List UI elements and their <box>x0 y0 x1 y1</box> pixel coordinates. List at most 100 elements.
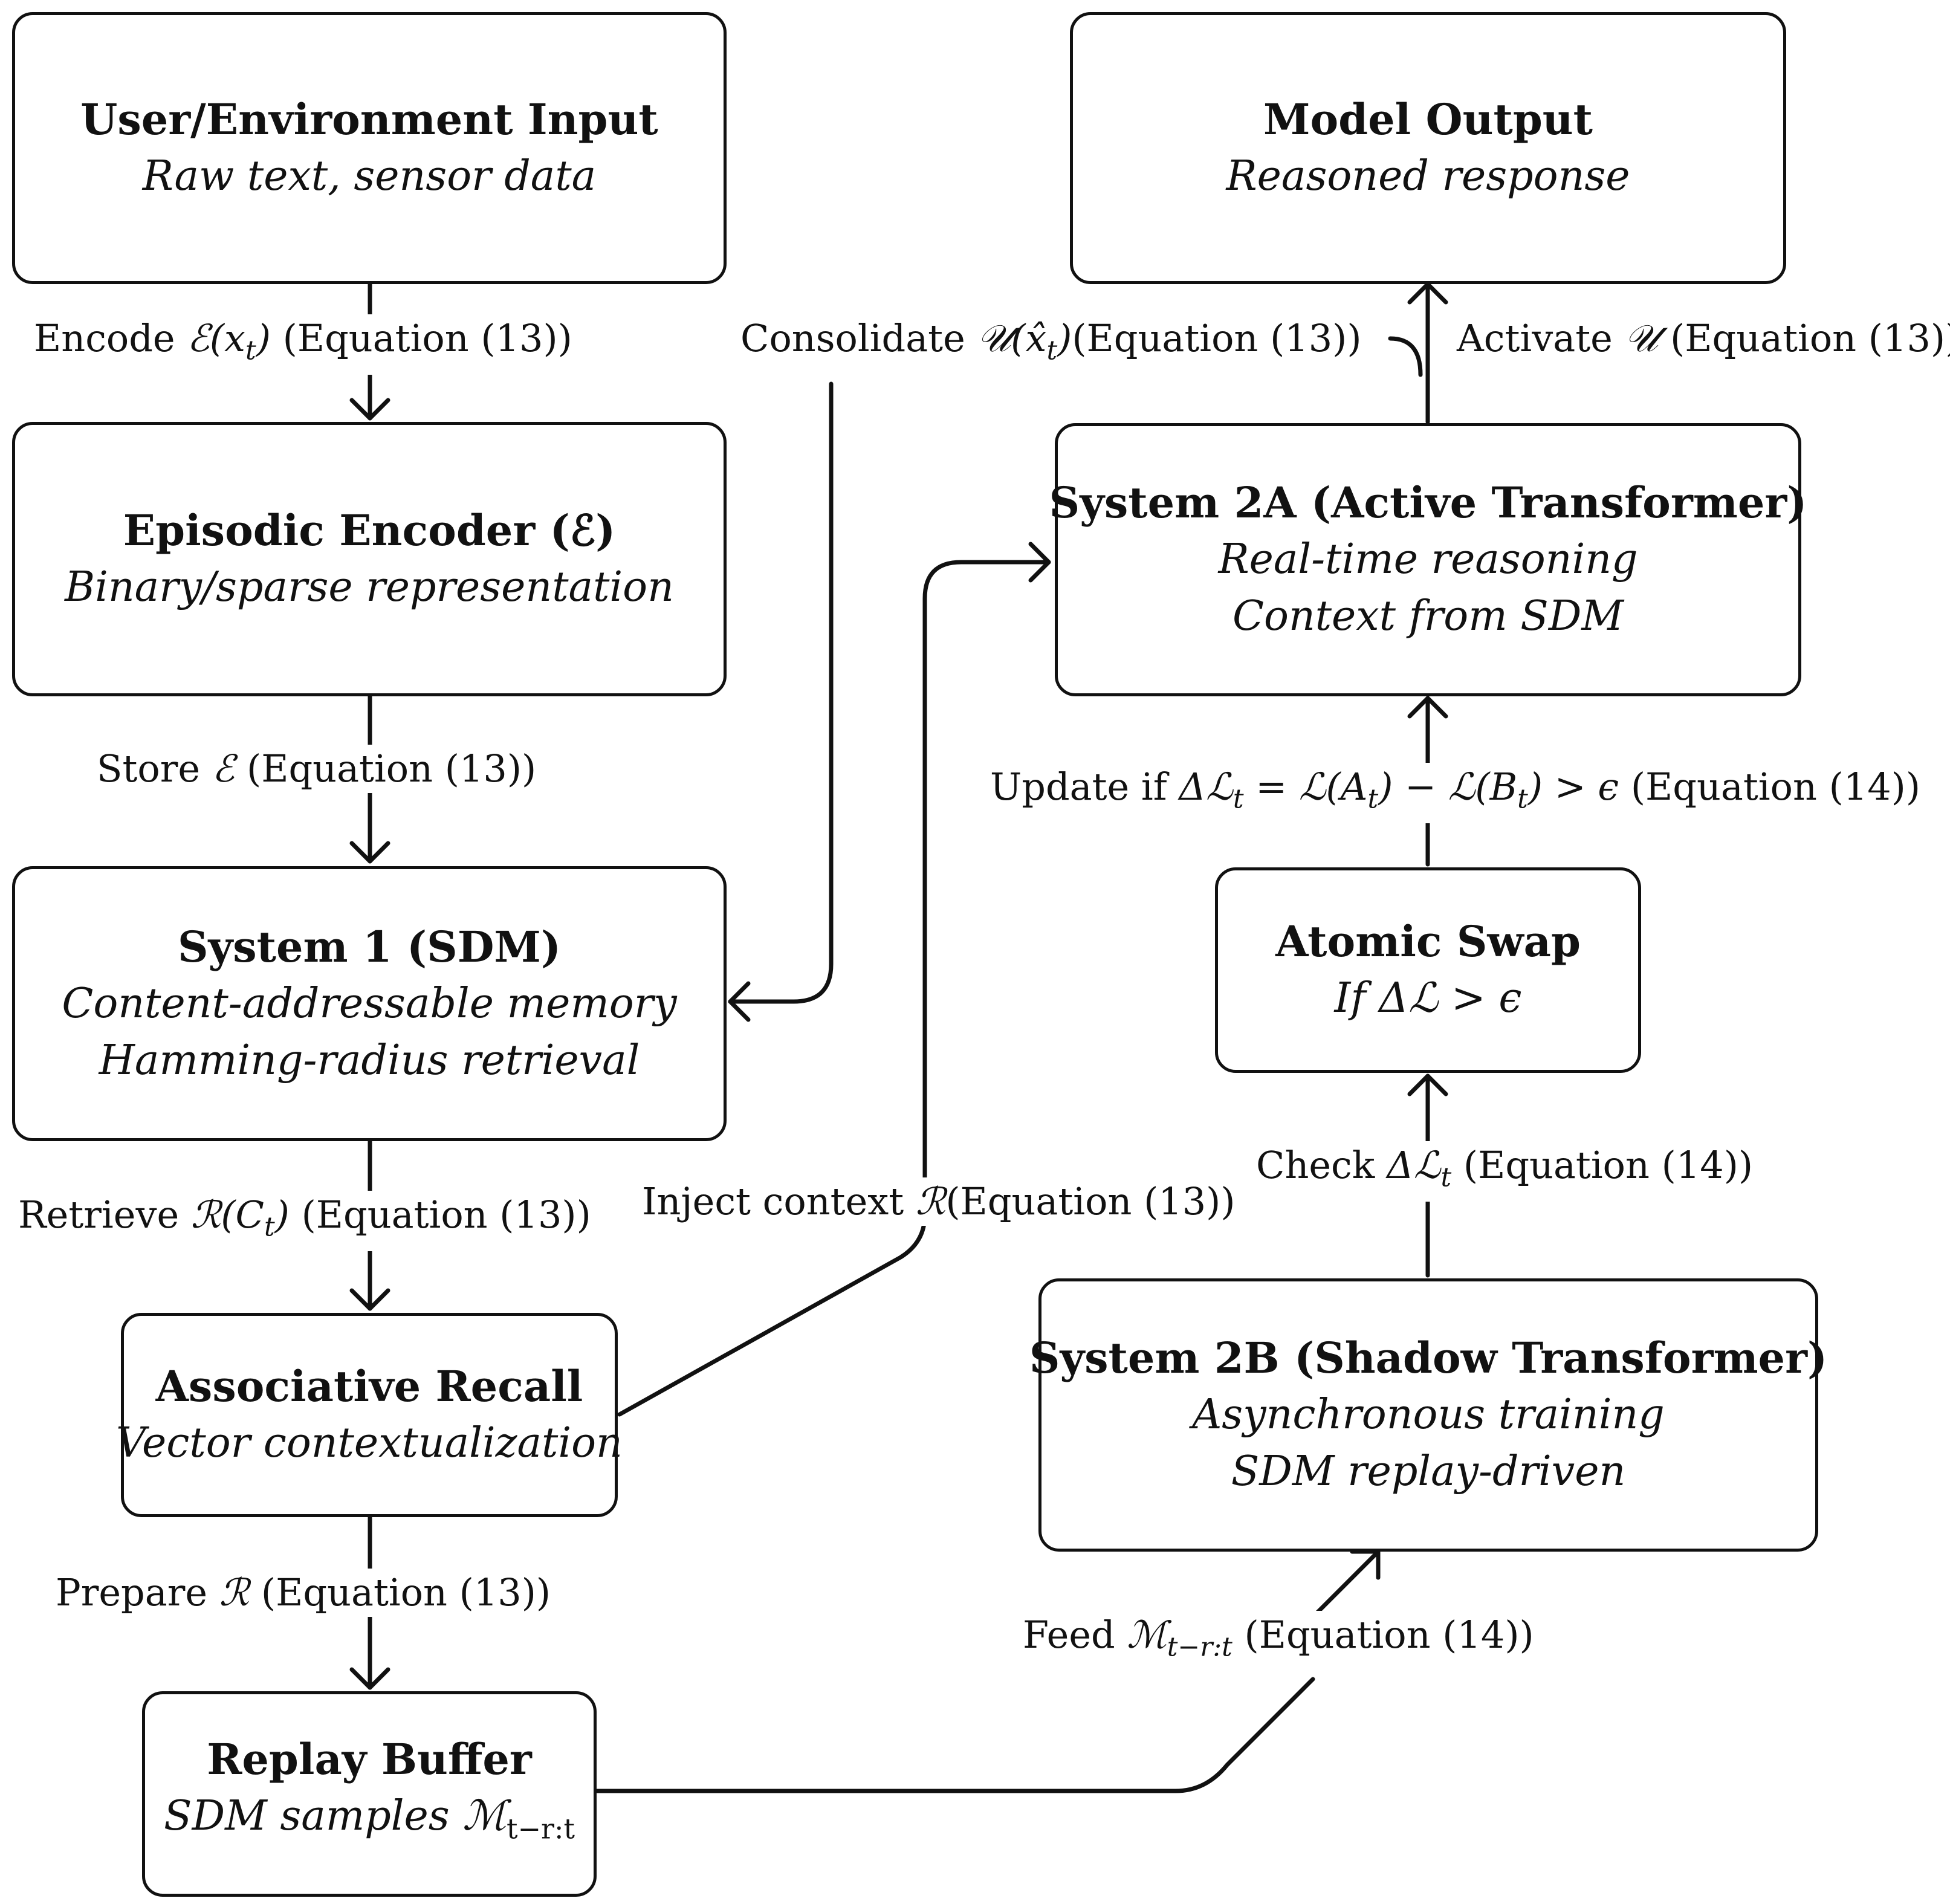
label-post: (Equation (13)) <box>249 1570 551 1614</box>
label-post: (Equation (13)) <box>945 1179 1236 1223</box>
node-associative-recall: Associative Recall Vector contextualizat… <box>116 1313 623 1517</box>
label-math-sub: t−r:t <box>1167 1631 1233 1663</box>
node-system-2a-active-transformer: System 2A (Active Transformer) Real-time… <box>1049 423 1807 696</box>
node-subtitle: Content-addressable memory <box>62 979 677 1028</box>
edge-label-retrieve: Retrieve ℛ(Ct) (Equation (13)) <box>12 1191 597 1252</box>
node-episodic-encoder: Episodic Encoder (ℰ) Binary/sparse repre… <box>12 422 727 696</box>
label-math-end: ) <box>256 316 271 360</box>
label-pre: Check <box>1256 1143 1387 1187</box>
node-title: Associative Recall <box>155 1361 583 1411</box>
node-model-output: Model Output Reasoned response <box>1070 12 1786 284</box>
edge-label-update: Update if Δℒt = ℒ(At) − ℒ(Bt) > ϵ (Equat… <box>984 763 1927 824</box>
label-math: Δℒ <box>1387 1143 1441 1187</box>
label-math: ℰ(x <box>187 316 246 360</box>
label-math-end: ) <box>274 1193 290 1237</box>
node-system-2b-shadow-transformer: System 2B (Shadow Transformer) Asynchron… <box>1029 1278 1827 1552</box>
edge-check-arrowhead <box>1407 1073 1448 1096</box>
label-post: (Equation (13)) <box>1072 316 1362 360</box>
edge-retrieve-arrowhead <box>349 1288 390 1311</box>
node-title: Model Output <box>1263 94 1593 144</box>
node-system-1-sdm: System 1 (SDM) Content-addressable memor… <box>12 866 727 1141</box>
edge-label-prepare: Prepare ℛ (Equation (13)) <box>50 1569 557 1617</box>
label-post: (Equation (14)) <box>1619 765 1921 809</box>
label-pre: Feed <box>1023 1613 1127 1657</box>
label-math-sub-2: t <box>1367 783 1379 815</box>
label-math: 𝒰 <box>1624 316 1659 360</box>
edge-label-encode: Encode ℰ(xt) (Equation (13)) <box>28 314 578 375</box>
label-math-end-3: ) > ϵ <box>1527 765 1619 809</box>
label-math-sub: t <box>264 1211 275 1243</box>
node-atomic-swap: Atomic Swap If Δℒ > ϵ <box>1215 867 1641 1073</box>
edge-label-feed: Feed ℳt−r:t (Equation (14)) <box>1017 1611 1540 1672</box>
label-math-sub: t <box>1233 783 1244 815</box>
edge-inject-arrowhead <box>1028 542 1051 583</box>
label-pre: Retrieve <box>18 1193 191 1237</box>
edge-activate-hook <box>1388 336 1423 377</box>
node-title: Episodic Encoder (ℰ) <box>123 505 616 555</box>
label-math-end-2: ) − ℒ(B <box>1378 765 1518 809</box>
node-title: Replay Buffer <box>207 1734 532 1784</box>
label-math: 𝒰(x̂ <box>977 316 1047 360</box>
label-math-sub: t <box>1440 1162 1452 1193</box>
label-pre: Encode <box>34 316 187 360</box>
node-subtitle: SDM samples ℳt−r:t <box>164 1788 575 1857</box>
edge-prepare-arrowhead <box>349 1667 390 1690</box>
edge-label-check: Check Δℒt (Equation (14)) <box>1250 1141 1760 1202</box>
node-subtitle: If Δℒ > ϵ <box>1334 974 1522 1022</box>
edge-feed-arrowhead <box>1350 1549 1381 1580</box>
label-post: (Equation (13)) <box>235 746 537 791</box>
node-title: System 1 (SDM) <box>178 921 561 972</box>
edge-inject <box>617 560 1051 1417</box>
node-replay-buffer: Replay Buffer SDM samples ℳt−r:t <box>142 1691 597 1897</box>
label-post: (Equation (14)) <box>1232 1613 1534 1657</box>
label-post: (Equation (13)) <box>289 1193 591 1237</box>
node-subtitle: Raw text, sensor data <box>142 152 597 200</box>
label-math: ℳ <box>1127 1613 1167 1657</box>
label-math-sub: t <box>1046 335 1058 366</box>
node-user-environment-input: User/Environment Input Raw text, sensor … <box>12 12 727 284</box>
edge-label-inject: Inject context ℛ(Equation (13)) <box>636 1177 1242 1226</box>
edge-encode-arrowhead <box>349 398 390 421</box>
edge-label-store: Store ℰ (Equation (13)) <box>91 745 543 793</box>
node-subtitle-subscript: t−r:t <box>507 1812 575 1845</box>
label-math-sub-3: t <box>1517 783 1528 815</box>
node-subtitle-2: Hamming-radius retrieval <box>99 1036 640 1084</box>
label-math: Δℒ <box>1179 765 1233 809</box>
label-pre: Store <box>97 746 212 791</box>
node-title: User/Environment Input <box>80 94 658 144</box>
node-subtitle-2: Context from SDM <box>1232 592 1624 640</box>
label-math-sub: t <box>245 335 256 366</box>
node-title: System 2B (Shadow Transformer) <box>1029 1333 1828 1383</box>
edge-consolidate <box>728 381 834 1004</box>
node-subtitle: Real-time reasoning <box>1218 536 1638 583</box>
label-math-end: = ℒ(A <box>1243 765 1368 809</box>
label-math-end: ) <box>1057 316 1072 360</box>
node-subtitle: Binary/sparse representation <box>65 563 674 611</box>
edge-feed <box>595 1549 1381 1793</box>
label-pre: Consolidate <box>740 316 977 360</box>
node-subtitle-2: SDM replay-driven <box>1231 1448 1626 1495</box>
label-pre: Update if <box>990 765 1179 809</box>
edge-label-consolidate: Consolidate 𝒰(x̂t)(Equation (13)) <box>734 314 1368 375</box>
edge-consolidate-arrowhead <box>728 981 751 1022</box>
node-subtitle: Vector contextualization <box>116 1419 623 1467</box>
label-math: ℛ(C <box>190 1193 264 1237</box>
node-title: System 2A (Active Transformer) <box>1049 478 1807 528</box>
label-math: ℛ <box>915 1179 946 1223</box>
label-math: ℰ <box>212 746 235 791</box>
node-subtitle: Reasoned response <box>1226 152 1630 200</box>
edge-store-arrowhead <box>349 841 390 864</box>
edge-label-activate: Activate 𝒰 (Equation (13)) <box>1451 314 1950 363</box>
label-math: ℛ <box>219 1570 250 1614</box>
node-subtitle-text: SDM samples ℳ <box>163 1792 507 1840</box>
edge-update-arrowhead <box>1407 696 1448 719</box>
node-subtitle: Asynchronous training <box>1192 1391 1665 1439</box>
label-post: (Equation (14)) <box>1451 1143 1754 1187</box>
label-pre: Prepare <box>56 1570 219 1614</box>
label-post: (Equation (13)) <box>1658 316 1950 360</box>
label-pre: Inject context <box>642 1179 916 1223</box>
edge-activate-arrowhead <box>1407 282 1448 305</box>
label-post: (Equation (13)) <box>270 316 572 360</box>
label-pre: Activate <box>1457 316 1625 360</box>
node-title: Atomic Swap <box>1275 916 1581 967</box>
